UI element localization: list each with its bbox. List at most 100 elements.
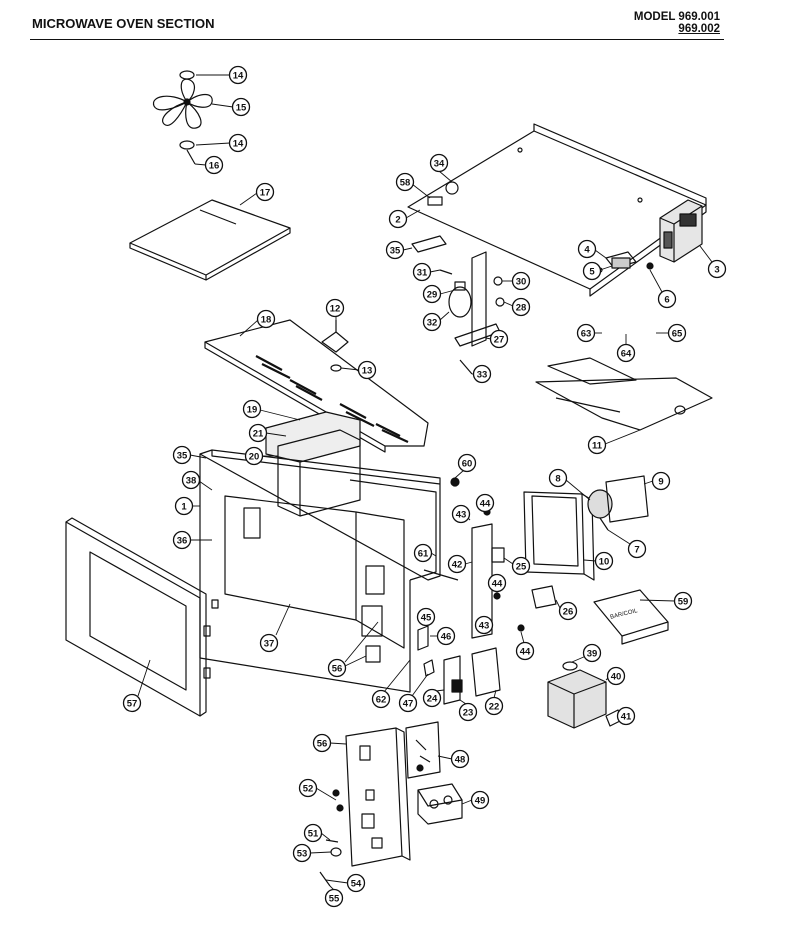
callout-circle	[673, 591, 693, 611]
callout-circle	[181, 470, 201, 490]
callout-number: 44	[492, 578, 503, 589]
magnetron	[547, 661, 623, 729]
callout-22: 22	[484, 696, 504, 716]
callout-circle	[436, 626, 456, 646]
callout-circle	[312, 733, 332, 753]
lamp-bracket	[411, 235, 505, 375]
callout-number: 35	[390, 245, 401, 256]
callout-circle	[651, 471, 671, 491]
callout-number: 27	[494, 334, 505, 345]
callout-57: 57	[122, 693, 142, 713]
callout-33: 33	[472, 364, 492, 384]
callout-1: 1	[174, 496, 194, 516]
callout-60: 60	[457, 453, 477, 473]
callout-7: 7	[627, 539, 647, 559]
callout-circle	[657, 289, 677, 309]
air-guide-plate	[129, 199, 291, 281]
callout-circle	[616, 343, 636, 363]
callout-number: 35	[177, 450, 188, 461]
model-numbers: MODEL 969.001 969.002	[634, 11, 720, 35]
callout-number: 12	[330, 303, 341, 314]
callout-circle	[475, 493, 495, 513]
callout-39: 39	[582, 643, 602, 663]
callout-47: 47	[398, 693, 418, 713]
callout-number: 47	[403, 698, 414, 709]
callout-number: 48	[455, 754, 466, 765]
callout-17: 17	[255, 182, 275, 202]
keypad-relay	[417, 783, 463, 825]
callout-number: 43	[456, 509, 467, 520]
callout-35: 35	[385, 240, 405, 260]
model-line-1: MODEL 969.001	[633, 11, 720, 23]
callout-44: 44	[487, 573, 507, 593]
callout-23: 23	[458, 702, 478, 722]
callout-49: 49	[470, 790, 490, 810]
high-voltage-capacitor: BAR/COIL	[593, 589, 669, 645]
callout-circle	[616, 706, 636, 726]
control-board	[405, 721, 441, 779]
callout-number: 20	[249, 451, 260, 462]
callout-number: 43	[479, 620, 490, 631]
callout-24: 24	[422, 688, 442, 708]
callout-43: 43	[474, 615, 494, 635]
callout-number: 44	[480, 498, 491, 509]
callout-circle	[174, 496, 194, 516]
callout-circle	[422, 284, 442, 304]
callout-circle	[412, 262, 432, 282]
thermal-cutoff	[531, 585, 557, 609]
callout-40: 40	[606, 666, 626, 686]
oven-door	[65, 517, 211, 717]
callout-11: 11	[587, 435, 607, 455]
callout-44: 44	[515, 641, 535, 661]
callout-number: 15	[236, 102, 247, 113]
waveguide	[265, 411, 361, 517]
callout-30: 30	[511, 271, 531, 291]
callout-circle	[204, 155, 224, 175]
callout-36: 36	[172, 530, 192, 550]
interlock-bracket	[423, 477, 525, 639]
callout-circle	[451, 504, 471, 524]
callout-number: 49	[475, 795, 486, 806]
callout-2: 2	[388, 209, 408, 229]
callout-circle	[398, 693, 418, 713]
callout-number: 56	[332, 663, 343, 674]
callout-circle	[256, 309, 276, 329]
callout-circle	[422, 312, 442, 332]
callout-circle	[413, 543, 433, 563]
callout-number: 28	[516, 302, 527, 313]
callout-44: 44	[475, 493, 495, 513]
callout-number: 5	[589, 266, 595, 277]
callout-number: 36	[177, 535, 188, 546]
callout-4: 4	[577, 239, 597, 259]
callout-number: 8	[555, 473, 560, 484]
callout-circle	[242, 399, 262, 419]
fan-motor-assembly	[523, 475, 649, 581]
callout-number: 63	[581, 328, 592, 339]
callout-59: 59	[673, 591, 693, 611]
callout-circle	[298, 778, 318, 798]
header-rule	[30, 39, 724, 40]
callout-circle	[231, 97, 251, 117]
callout-31: 31	[412, 262, 432, 282]
callout-circle	[172, 445, 192, 465]
callout-circle	[627, 539, 647, 559]
callout-64: 64	[616, 343, 636, 363]
callout-number: 59	[678, 596, 689, 607]
leader-lines	[137, 74, 713, 891]
callout-55: 55	[324, 888, 344, 908]
callout-circle	[594, 551, 614, 571]
callout-46: 46	[436, 626, 456, 646]
callout-15: 15	[231, 97, 251, 117]
callout-5: 5	[582, 261, 602, 281]
callout-number: 29	[427, 289, 438, 300]
callout-number: 30	[516, 276, 527, 287]
callout-circle	[172, 530, 192, 550]
callout-circle	[447, 554, 467, 574]
callout-48: 48	[450, 749, 470, 769]
callout-number: 6	[664, 294, 669, 305]
callout-52: 52	[298, 778, 318, 798]
callout-18: 18	[256, 309, 276, 329]
callout-number: 41	[621, 711, 632, 722]
callout-circle	[484, 696, 504, 716]
